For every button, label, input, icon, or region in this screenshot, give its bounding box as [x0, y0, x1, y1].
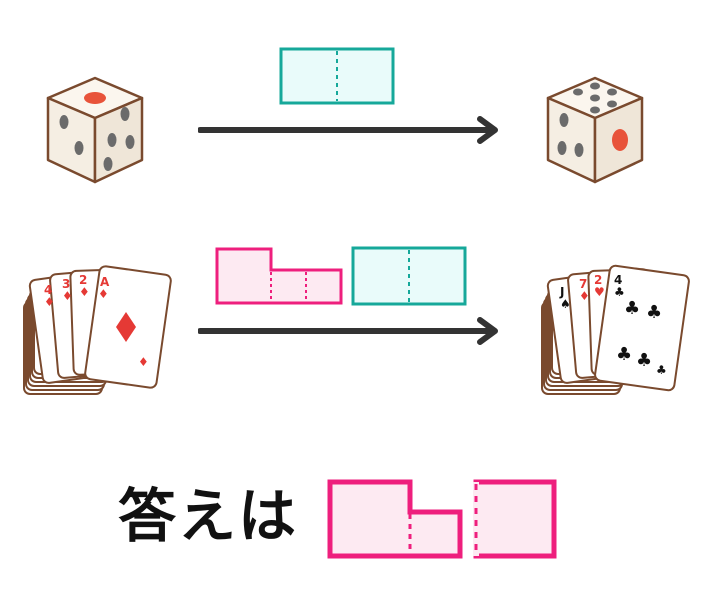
svg-text:♠: ♠	[560, 297, 571, 311]
card-left-1: 4	[44, 283, 52, 297]
svg-text:♦: ♦	[44, 295, 55, 309]
answer-box	[327, 479, 557, 559]
svg-text:♣: ♣	[636, 350, 652, 371]
card-left-4: A	[100, 275, 110, 289]
svg-text:♣: ♣	[616, 344, 632, 365]
answer-label: 答えは	[118, 482, 299, 550]
teal-operation-box-row2	[351, 246, 467, 306]
club-cards-icon: J ♠ 7 ♦ 2 ♥ 4 ♣ ♣ ♣ ♣ ♣ ♣	[541, 264, 690, 395]
card-right-2: 7	[579, 277, 587, 291]
svg-text:♣: ♣	[614, 285, 625, 299]
svg-text:♦: ♦	[138, 355, 149, 369]
svg-text:♥: ♥	[594, 285, 605, 299]
card-right-3: 2	[594, 273, 602, 287]
diamond-cards-icon: 4 ♦ 3 ♦ 2 ♦ A ♦ ♦	[23, 265, 172, 395]
card-right-1: J	[559, 285, 564, 299]
arrow-icon-row1	[198, 116, 498, 144]
svg-text:♣: ♣	[624, 298, 640, 319]
card-left-2: 3	[62, 277, 70, 291]
svg-text:♦: ♦	[62, 289, 73, 303]
svg-text:♦: ♦	[98, 287, 109, 301]
die-start-icon	[46, 76, 144, 184]
card-left-3: 2	[79, 273, 87, 287]
die-end-icon	[546, 76, 644, 184]
svg-text:♣: ♣	[656, 363, 667, 377]
arrow-icon-row2	[198, 317, 498, 345]
card-right-4: 4	[614, 273, 622, 287]
svg-text:♦: ♦	[579, 289, 590, 303]
svg-text:♦: ♦	[79, 285, 90, 299]
teal-operation-box	[279, 47, 395, 105]
svg-text:♣: ♣	[646, 302, 662, 323]
pink-operation-box	[215, 247, 343, 305]
